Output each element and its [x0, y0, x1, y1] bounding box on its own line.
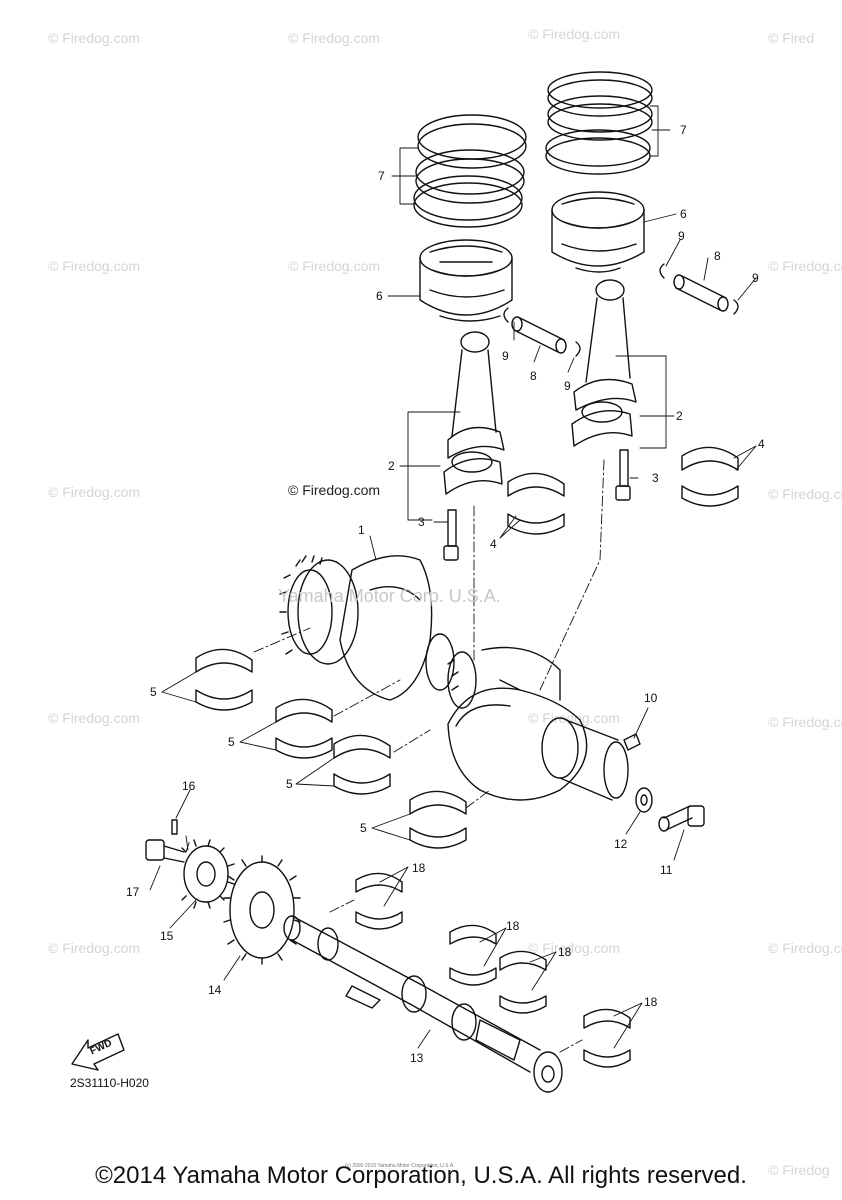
firedog-label: © Firedog.com — [288, 482, 381, 498]
callout-15: 15 — [160, 929, 174, 943]
callout-4: 4 — [490, 537, 497, 551]
watermark: © Firedog.com — [48, 30, 141, 46]
piston-rings-left — [413, 114, 527, 228]
callout-9: 9 — [564, 379, 571, 393]
connecting-rod-right — [571, 279, 637, 447]
rod-bolt-right — [615, 449, 631, 501]
tiny-copyright: (c) 2000-2015 Yamaha Motor Corporation, … — [345, 1163, 455, 1169]
callout-13: 13 — [410, 1051, 424, 1065]
watermark: © Firedog — [768, 1162, 830, 1178]
callout-5: 5 — [228, 735, 235, 749]
watermark: © Firedog.com — [288, 258, 381, 274]
big-end-bearing-left — [507, 472, 565, 535]
callout-10: 10 — [644, 691, 658, 705]
callout-7: 7 — [378, 169, 385, 183]
woodruff-key — [623, 733, 641, 751]
callout-8: 8 — [530, 369, 537, 383]
washer — [635, 787, 653, 813]
callout-16: 16 — [182, 779, 196, 793]
main-bearing-2 — [275, 698, 333, 759]
watermark: © Firedog.com — [48, 484, 141, 500]
callout-2: 2 — [388, 459, 395, 473]
callout-1: 1 — [358, 523, 365, 537]
balancer-shaft — [283, 915, 563, 1093]
callout-9: 9 — [502, 349, 509, 363]
callout-6: 6 — [680, 207, 687, 221]
callout-7: 7 — [680, 123, 687, 137]
diagram-reference: 2S31110-H020 — [70, 1076, 149, 1090]
rod-bolt-left — [443, 509, 459, 561]
callout-5: 5 — [150, 685, 157, 699]
watermark: © Firedog.com — [48, 940, 141, 956]
callout-17: 17 — [126, 885, 140, 899]
callout-11: 11 — [660, 863, 673, 877]
watermark: © Firedog.com — [48, 258, 141, 274]
main-bearing-3 — [333, 734, 391, 795]
callout-18: 18 — [412, 861, 426, 875]
callout-4: 4 — [758, 437, 765, 451]
gear-14 — [223, 855, 301, 965]
watermark: © Firedog.com — [768, 486, 842, 502]
gear-15 — [181, 839, 235, 909]
callout-2: 2 — [676, 409, 683, 423]
callout-14: 14 — [208, 983, 222, 997]
center-watermark: Yamaha Motor Corp. U.S.A. — [278, 586, 501, 606]
callout-18: 18 — [558, 945, 572, 959]
connecting-rod-left — [443, 331, 505, 495]
crank-bolt — [658, 805, 705, 832]
callout-5: 5 — [286, 777, 293, 791]
crankshaft — [279, 555, 629, 801]
main-bearing-4 — [409, 790, 467, 849]
big-end-bearing-right — [681, 446, 739, 507]
piston-pin-left — [503, 307, 581, 357]
copyright-footer: ©2014 Yamaha Motor Corporation, U.S.A. A… — [95, 1162, 747, 1189]
callout-18: 18 — [506, 919, 520, 933]
bearing-18a — [355, 872, 403, 930]
main-bearing-1 — [195, 648, 253, 711]
bearing-18b — [449, 924, 497, 986]
callout-18: 18 — [644, 995, 658, 1009]
leader-lines — [149, 105, 757, 1053]
watermark: © Firedog.com — [768, 940, 842, 956]
bearing-18c — [499, 950, 547, 1014]
callout-3: 3 — [418, 515, 425, 529]
watermark: © Firedog.com — [48, 710, 141, 726]
callout-8: 8 — [714, 249, 721, 263]
bolt-17 — [145, 839, 185, 863]
watermark: © Firedog.com — [768, 714, 842, 730]
piston-pin-right — [659, 263, 739, 315]
callout-6: 6 — [376, 289, 383, 303]
watermark: © Firedog.com — [528, 940, 621, 956]
bearing-18d — [583, 1008, 631, 1068]
piston-rings-right — [545, 71, 653, 175]
callout-12: 12 — [614, 837, 628, 851]
watermark: © Firedog.com — [288, 30, 381, 46]
piston-right — [551, 191, 645, 273]
callout-9: 9 — [752, 271, 759, 285]
callout-9: 9 — [678, 229, 685, 243]
piston-left — [419, 239, 513, 322]
fwd-arrow-icon — [71, 1033, 125, 1071]
dowel-16 — [171, 819, 178, 835]
watermark: © Fired — [768, 30, 815, 46]
watermark: © Firedog.com — [768, 258, 842, 274]
callout-3: 3 — [652, 471, 659, 485]
watermark: © Firedog.com — [528, 26, 621, 42]
callout-5: 5 — [360, 821, 367, 835]
